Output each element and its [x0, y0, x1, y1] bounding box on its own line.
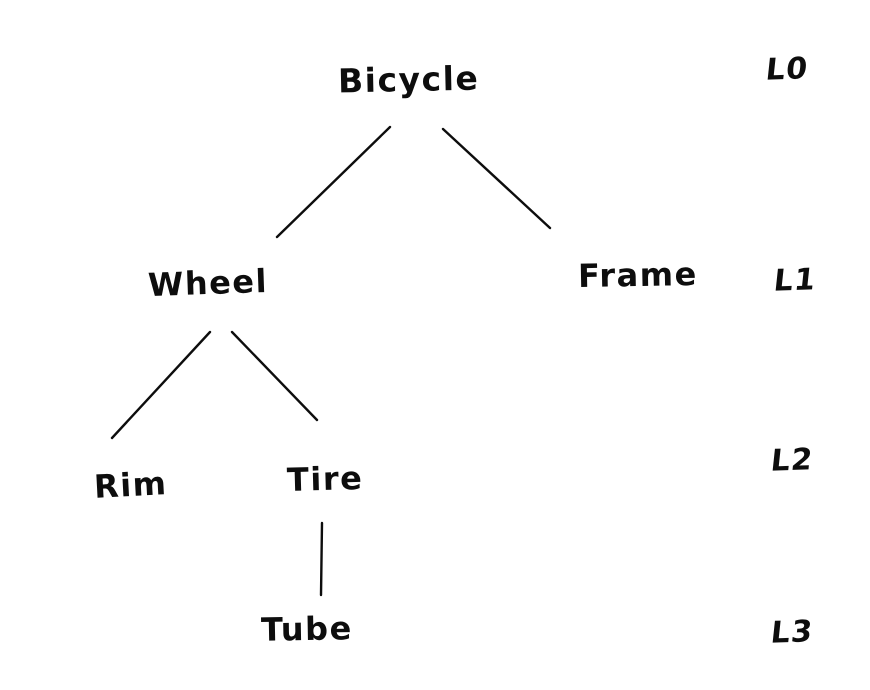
level-label-l0: L0 [764, 51, 810, 88]
node-tube: Tube [260, 609, 354, 649]
level-label-l3: L3 [769, 614, 815, 651]
edge-bicycle-wheel [275, 125, 392, 239]
node-bicycle: Bicycle [337, 58, 480, 101]
node-wheel: Wheel [147, 261, 269, 305]
edge-wheel-rim [110, 330, 212, 440]
level-label-l2: L2 [769, 442, 815, 479]
edge-bicycle-frame [441, 127, 552, 230]
edge-wheel-tire [230, 330, 319, 422]
edge-tire-tube [319, 521, 324, 597]
level-label-l1: L1 [772, 262, 818, 299]
node-tire: Tire [286, 459, 364, 499]
node-frame: Frame [577, 254, 699, 296]
node-rim: Rim [93, 464, 169, 506]
